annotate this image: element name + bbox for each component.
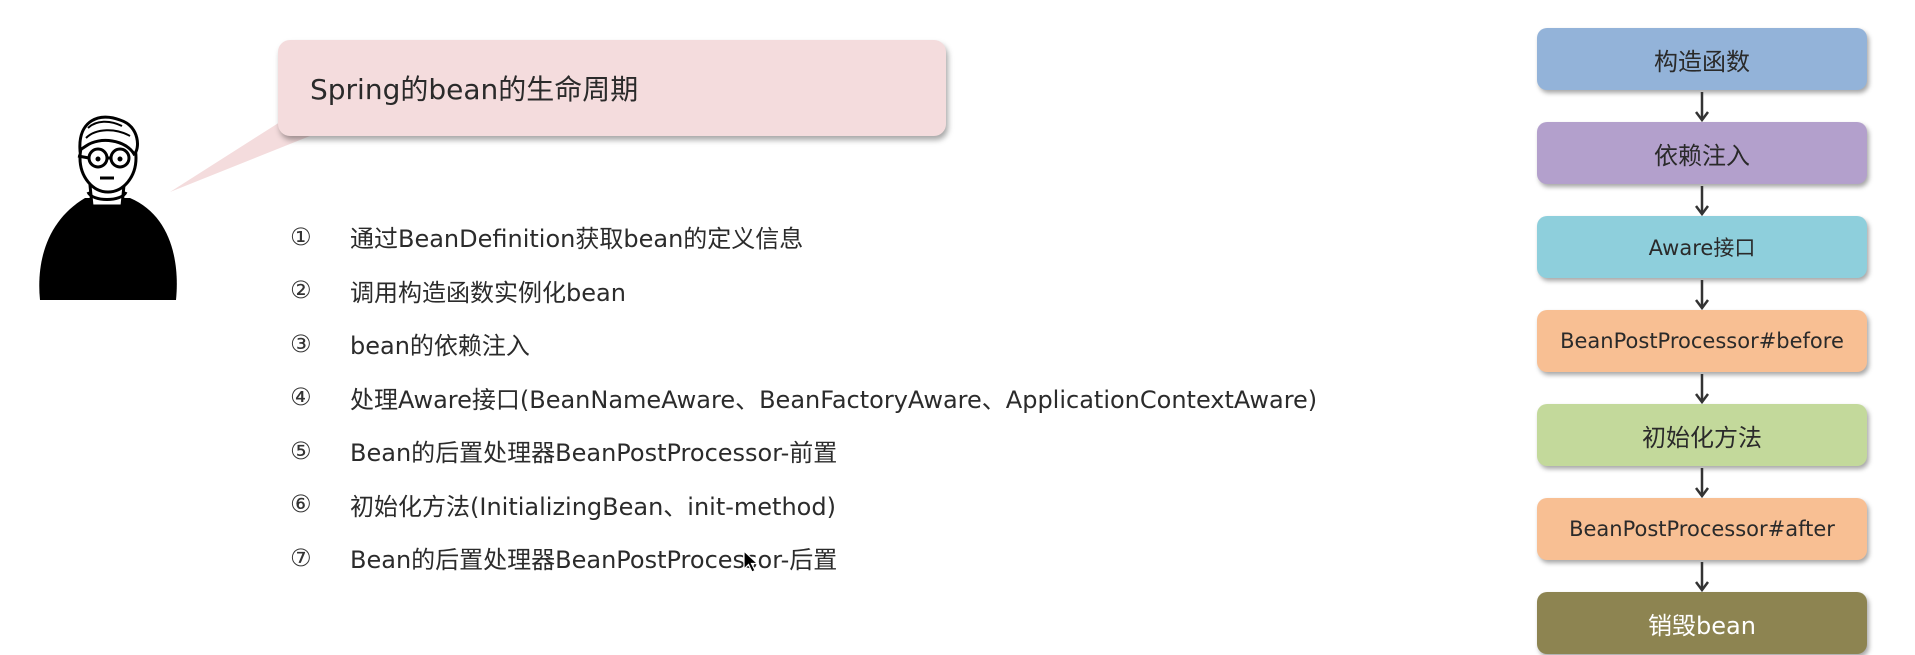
step-number: ②	[290, 276, 312, 305]
step-text: bean的依赖注入	[350, 332, 530, 361]
avatar	[39, 115, 177, 300]
flow-node-aware-interface: Aware接口	[1537, 216, 1867, 278]
down-arrow-icon	[1695, 92, 1709, 123]
list-item: ① 通过BeanDefinition获取bean的定义信息	[290, 210, 1317, 264]
lifecycle-flow-diagram: 构造函数 依赖注入 Aware接口 BeanPostProcessor#befo…	[1537, 28, 1867, 655]
list-item: ③ bean的依赖注入	[290, 317, 1317, 371]
flow-node-constructor: 构造函数	[1537, 28, 1867, 90]
step-number: ④	[290, 383, 312, 412]
step-number: ⑤	[290, 436, 312, 465]
step-text: Bean的后置处理器BeanPostProcessor-前置	[350, 439, 838, 468]
flow-node-destroy-bean: 销毁bean	[1537, 592, 1867, 654]
mouse-cursor-icon	[743, 550, 759, 573]
list-item: ⑦ Bean的后置处理器BeanPostProcessor-后置	[290, 531, 1317, 585]
flow-node-postprocessor-after: BeanPostProcessor#after	[1537, 498, 1867, 560]
step-text: 通过BeanDefinition获取bean的定义信息	[350, 225, 804, 254]
down-arrow-icon	[1695, 562, 1709, 593]
list-item: ⑤ Bean的后置处理器BeanPostProcessor-前置	[290, 424, 1317, 478]
down-arrow-icon	[1695, 280, 1709, 311]
step-text: 初始化方法(InitializingBean、init-method)	[350, 492, 836, 521]
step-number: ⑦	[290, 543, 312, 572]
bubble-title: Spring的bean的生命周期	[310, 73, 639, 106]
list-item: ② 调用构造函数实例化bean	[290, 264, 1317, 318]
down-arrow-icon	[1695, 374, 1709, 405]
list-item: ④ 处理Aware接口(BeanNameAware、BeanFactoryAwa…	[290, 371, 1317, 425]
down-arrow-icon	[1695, 186, 1709, 217]
flow-node-init-method: 初始化方法	[1537, 404, 1867, 466]
lifecycle-steps-list: ① 通过BeanDefinition获取bean的定义信息 ② 调用构造函数实例…	[290, 210, 1317, 585]
step-number: ⑥	[290, 490, 312, 519]
step-number: ①	[290, 222, 312, 251]
down-arrow-icon	[1695, 468, 1709, 499]
step-text: 处理Aware接口(BeanNameAware、BeanFactoryAware…	[350, 385, 1318, 414]
speech-bubble: Spring的bean的生命周期	[278, 40, 946, 136]
flow-node-dependency-injection: 依赖注入	[1537, 122, 1867, 184]
step-number: ③	[290, 329, 312, 358]
step-text: 调用构造函数实例化bean	[350, 278, 626, 307]
step-text: Bean的后置处理器BeanPostProcessor-后置	[350, 546, 838, 575]
flow-node-postprocessor-before: BeanPostProcessor#before	[1537, 310, 1867, 372]
list-item: ⑥ 初始化方法(InitializingBean、init-method)	[290, 478, 1317, 532]
speech-bubble-tail	[170, 122, 310, 192]
